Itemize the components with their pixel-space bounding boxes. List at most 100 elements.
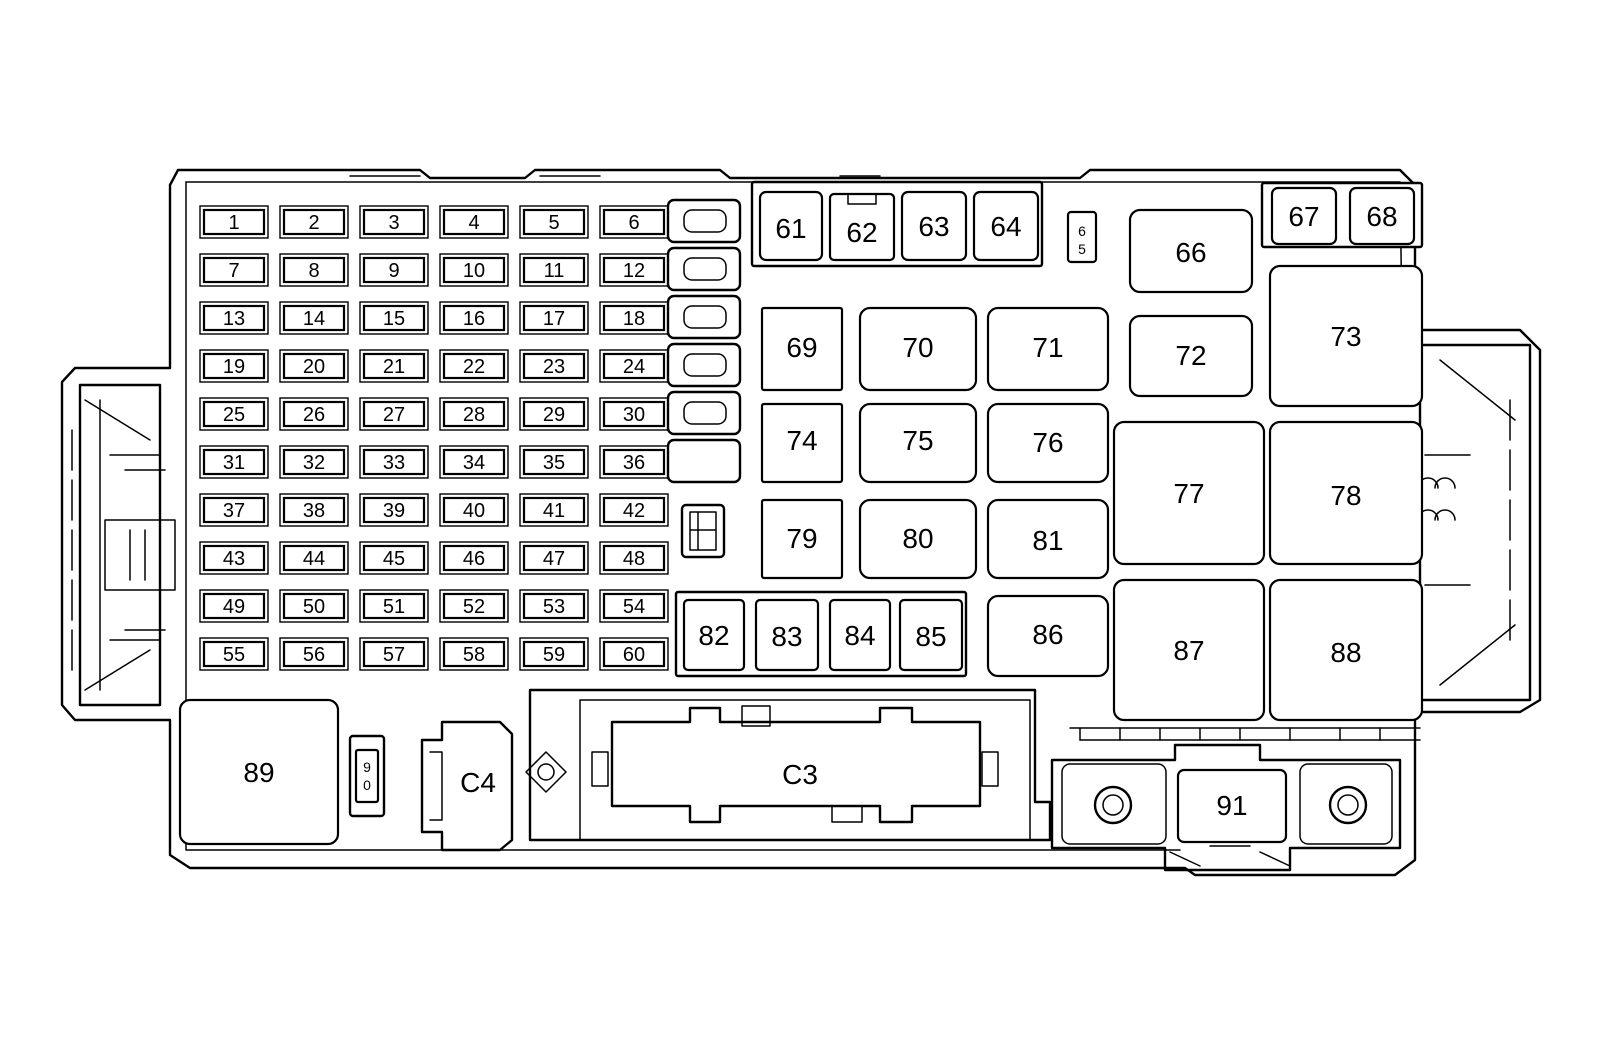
mini-fuse-32 [282,448,346,476]
relay-82 [682,598,746,672]
mini-fuse-40 [442,496,506,524]
relay-85 [898,598,964,672]
mini-fuse-label: 32 [303,452,325,474]
stud-left [1093,785,1133,825]
fuse-65-label-top: 6 [1078,223,1086,239]
mini-fuse-21 [362,352,426,380]
mini-fuse-label: 22 [463,356,485,378]
mini-fuse-42 [602,496,666,524]
mini-fuse-label: 50 [303,596,325,618]
mini-fuse-label: 18 [623,308,645,330]
mini-fuse-label: 51 [383,596,405,618]
mini-fuse-44 [282,544,346,572]
mini-fuse-label: 47 [543,548,565,570]
mini-fuse-label: 59 [543,644,565,666]
relay-70 [858,306,978,392]
connector-c3 [610,706,982,824]
mini-fuse-label: 9 [388,260,399,282]
mini-fuse-16 [442,304,506,332]
mini-fuse-label: 44 [303,548,325,570]
mini-fuse-56 [282,640,346,668]
fuse-90 [354,748,380,804]
mini-fuse-label: 21 [383,356,405,378]
mini-fuse-label: 55 [223,644,245,666]
middle-relays: 69 70 71 74 75 76 79 80 81 [760,306,1110,580]
mini-fuse-label: 31 [223,452,245,474]
mini-fuse-label: 20 [303,356,325,378]
mini-fuse-35 [522,448,586,476]
relay-81 [986,498,1110,580]
mini-fuse-label: 8 [308,260,319,282]
relay-87-label: 87 [1173,635,1204,666]
relay-86-label: 86 [1032,619,1063,650]
relay-66-label: 66 [1175,237,1206,268]
mini-fuse-38 [282,496,346,524]
mini-fuse-label: 25 [223,404,245,426]
fuse-65-label-bottom: 5 [1078,241,1086,257]
mini-fuse-51 [362,592,426,620]
relay-83-label: 83 [771,621,802,652]
mini-fuse-label: 4 [468,212,479,234]
mini-fuse-label: 34 [463,452,485,474]
mini-fuse-label: 60 [623,644,645,666]
relay-69-label: 69 [786,332,817,363]
mini-fuse-15 [362,304,426,332]
bottom-right-components: 91 [1050,743,1402,872]
mini-fuse-3 [362,208,426,236]
relay-86 [986,594,1110,678]
mini-fuse-13 [202,304,266,332]
relay-79 [760,498,844,580]
relay-64 [972,190,1040,262]
relay-68 [1348,186,1416,246]
relay-80 [858,498,978,580]
mini-fuse-label: 45 [383,548,405,570]
mini-fuse-31 [202,448,266,476]
relay-81-label: 81 [1032,525,1063,556]
mini-fuse-60 [602,640,666,668]
relay-75 [858,402,978,484]
mini-fuse-4 [442,208,506,236]
mini-fuse-29 [522,400,586,428]
mini-fuse-label: 12 [623,260,645,282]
mini-fuse-label: 10 [463,260,485,282]
relay-61-label: 61 [775,213,806,244]
mini-fuse-label: 56 [303,644,325,666]
mini-fuse-9 [362,256,426,284]
mini-fuse-2 [282,208,346,236]
mini-fuse-label: 36 [623,452,645,474]
mini-fuse-18 [602,304,666,332]
mini-fuse-8 [282,256,346,284]
relay-67-label: 67 [1288,201,1319,232]
relay-63-label: 63 [918,211,949,242]
mini-fuse-label: 24 [623,356,645,378]
diamond-mark [525,751,567,793]
mini-fuse-5 [522,208,586,236]
relay-73-label: 73 [1330,321,1361,352]
mini-fuse-label: 46 [463,548,485,570]
fuse-90-label-top: 9 [363,759,371,775]
mini-fuse-label: 58 [463,644,485,666]
mini-fuse-label: 40 [463,500,485,522]
mini-fuse-label: 27 [383,404,405,426]
mini-fuse-23 [522,352,586,380]
mini-fuse-label: 57 [383,644,405,666]
mini-fuse-24 [602,352,666,380]
relay-61 [758,190,824,262]
relay-66 [1128,208,1254,294]
mini-fuse-label: 14 [303,308,325,330]
mini-fuse-label: 23 [543,356,565,378]
mini-fuse-37 [202,496,266,524]
mini-fuse-50 [282,592,346,620]
relay-62 [828,192,896,262]
mini-fuse-20 [282,352,346,380]
relay-76-label: 76 [1032,427,1063,458]
mini-fuse-45 [362,544,426,572]
mini-fuse-55 [202,640,266,668]
mini-fuse-54 [602,592,666,620]
mini-fuse-25 [202,400,266,428]
mini-fuse-label: 26 [303,404,325,426]
mini-fuse-58 [442,640,506,668]
mini-fuse-7 [202,256,266,284]
